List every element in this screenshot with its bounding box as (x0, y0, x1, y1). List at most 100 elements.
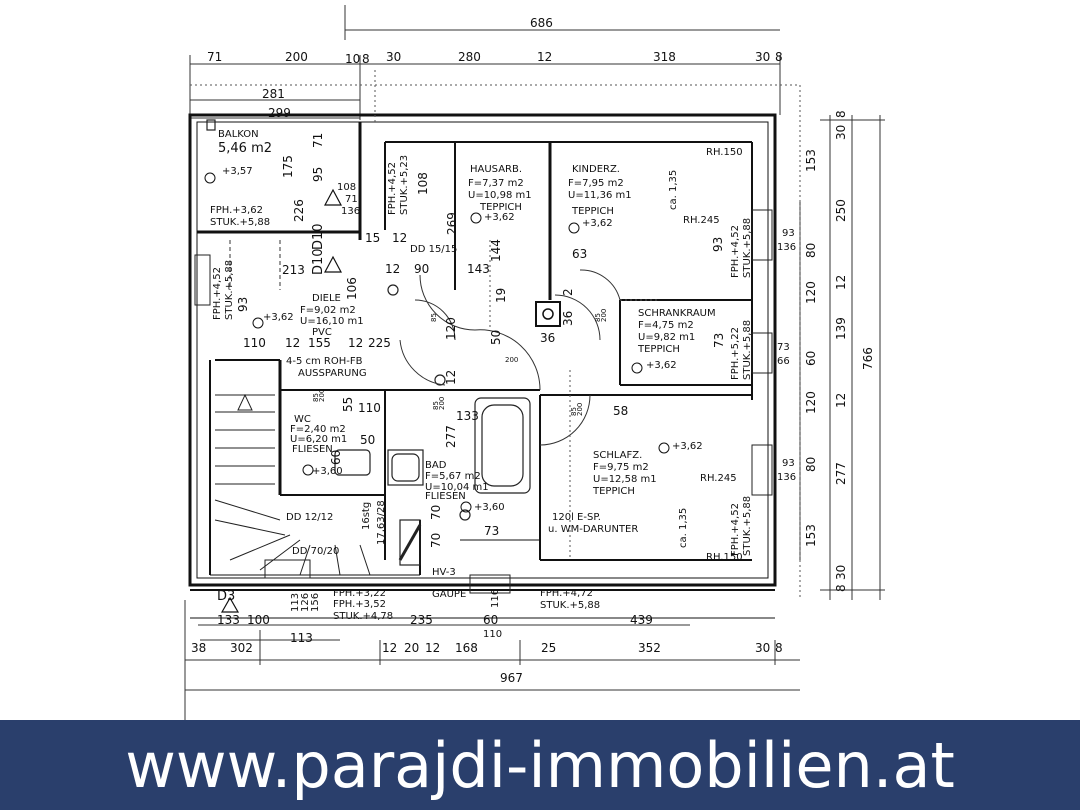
dim-bottom: 12 (425, 641, 440, 655)
dim-bottom: 302 (230, 641, 253, 655)
dim-top: 12 (537, 50, 552, 64)
bad-area: F=5,67 m2 (425, 471, 481, 482)
bad-perim: U=10,04 m1 (425, 482, 489, 493)
fixtures (206, 119, 531, 566)
dim-inner: 226 (292, 199, 306, 222)
dim-inner: 12 (348, 336, 363, 350)
schlafz-floor: TEPPICH (592, 486, 635, 497)
dim-inner: 85 (570, 407, 578, 416)
hausarb-area: F=7,37 m2 (468, 178, 524, 189)
diele-perim: U=16,10 m1 (300, 316, 364, 327)
h6-fph2: FPH.+3,52 (333, 599, 386, 610)
dim-top: 10 (345, 52, 360, 66)
dim-top: 318 (653, 50, 676, 64)
room-schlafz: SCHLAFZ. F=9,75 m2 U=12,58 m1 TEPPICH +3… (592, 441, 743, 563)
door-d10-a: D10 (311, 223, 326, 250)
dim-top: 280 (458, 50, 481, 64)
rh-150-top: RH.150 (706, 147, 743, 158)
height-notes: FPH.+4,52 STUK.+5,88 FPH.+4,52 STUK.+5,2… (212, 155, 753, 622)
dim-inner: 50 (489, 330, 503, 345)
dim-top: 200 (285, 50, 308, 64)
h1-fph: FPH.+4,52 (212, 267, 223, 320)
dim-bottom: 133 (217, 613, 240, 627)
h3-stuk: STUK.+5,88 (742, 218, 753, 278)
dim-right: 60 (804, 351, 818, 366)
dim-right-total: 766 (861, 347, 875, 370)
dim-inner: 136 (777, 472, 796, 483)
dim-top: 8 (775, 50, 783, 64)
dims-top: 686 71 200 10 8 30 280 12 318 30 8 281 2… (207, 16, 783, 120)
aussparung-2: AUSSPARUNG (298, 368, 367, 379)
schrank-perim: U=9,82 m1 (638, 332, 695, 343)
h7-stuk: STUK.+5,88 (540, 600, 600, 611)
website-url[interactable]: www.parajdi-immobilien.at (125, 728, 955, 802)
balkon-stuk: STUK.+5,88 (210, 217, 270, 228)
dim-bottom: 110 (483, 629, 502, 640)
dim-right: 30 (834, 565, 848, 580)
dim-bottom: 352 (638, 641, 661, 655)
rh-245-bottom: RH.245 (700, 473, 737, 484)
dim-bottom: 235 (410, 613, 433, 627)
dim-inner: 200 (438, 397, 446, 410)
dim-inner: 60 (329, 450, 343, 465)
dim-top: 281 (262, 87, 285, 101)
dim-bottom: 25 (541, 641, 556, 655)
dim-bottom-total: 967 (500, 671, 523, 685)
wm-1: 120l E-SP. (552, 512, 601, 523)
dim-inner: 200 (576, 403, 584, 416)
dim-inner: 144 (489, 239, 503, 262)
dim-bottom: 20 (404, 641, 419, 655)
dim-inner: 63 (572, 247, 587, 261)
staircase (214, 393, 371, 576)
dim-inner: 70 (429, 533, 443, 548)
dim-inner: 70 (429, 505, 443, 520)
stair-steps: 16stg (361, 502, 372, 530)
dim-bottom: 60 (483, 613, 498, 627)
door-triangles (220, 188, 342, 613)
dim-inner: 71 (345, 194, 358, 205)
hausarb-level: +3,62 (484, 212, 515, 223)
dim-right: 12 (834, 393, 848, 408)
hausarb-perim: U=10,98 m1 (468, 190, 532, 201)
dim-top: 30 (386, 50, 401, 64)
dim-right: 120 (804, 391, 818, 414)
dim-bottom: 38 (191, 641, 206, 655)
dims-inner: 175 95 71 108 71 136 108 213 226 269 144… (236, 133, 796, 612)
h3-fph: FPH.+4,52 (730, 225, 741, 278)
kinderz-name: KINDERZ. (572, 164, 620, 175)
dim-inner: 90 (414, 262, 429, 276)
room-schrankraum: SCHRANKRAUM F=4,75 m2 U=9,82 m1 TEPPICH … (637, 308, 716, 371)
wc-floor: FLIESEN (292, 444, 333, 455)
dim-inner: 85 (594, 313, 602, 322)
dim-bottom: 100 (247, 613, 270, 627)
dim-right: 120 (804, 281, 818, 304)
dim-inner: 106 (345, 277, 359, 300)
dd-70: DD 70/20 (292, 546, 339, 557)
dim-inner: 36 (540, 331, 555, 345)
dim-right: 30 (834, 125, 848, 140)
dim-right: 8 (834, 584, 848, 592)
floor-plan: BALKON 5,46 m2 +3,57 FPH.+3,62 STUK.+5,8… (184, 5, 885, 720)
level-markers (204, 172, 670, 513)
hv-label: HV-3 (432, 567, 456, 578)
door-swings (229, 240, 621, 446)
dim-inner: 213 (282, 263, 305, 277)
room-hausarb: HAUSARB. F=7,37 m2 U=10,98 m1 TEPPICH +3… (468, 164, 532, 223)
dim-inner: 71 (311, 133, 325, 148)
dims-right: 8 30 153 250 80 120 12 139 60 120 12 80 … (804, 110, 875, 592)
h2-fph: FPH.+4,52 (387, 162, 398, 215)
dim-inner: 155 (308, 336, 331, 350)
dim-inner: 113 (290, 593, 301, 612)
gaupe-label: GAUPE (432, 589, 466, 600)
dim-inner: 269 (445, 212, 459, 235)
kinderz-floor: TEPPICH (571, 206, 614, 217)
dim-bottom: 12 (382, 641, 397, 655)
schlafz-perim: U=12,58 m1 (593, 474, 657, 485)
diele-name: DIELE (312, 293, 341, 304)
dim-inner: 143 (467, 262, 490, 276)
dim-inner: 12 (385, 262, 400, 276)
bad-name: BAD (425, 460, 447, 471)
dim-inner: 85 (312, 393, 320, 402)
dim-right: 8 (834, 110, 848, 118)
dim-inner: 36 (561, 311, 575, 326)
